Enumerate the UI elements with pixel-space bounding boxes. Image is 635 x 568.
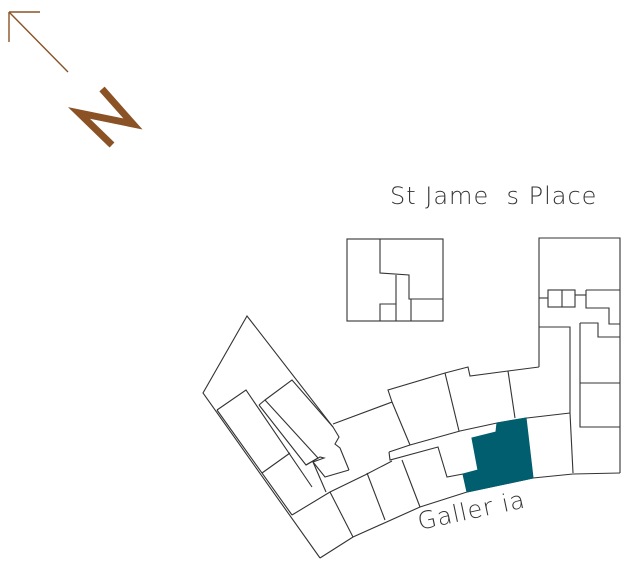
north-arrow-icon <box>8 11 69 73</box>
north-letter-n <box>67 86 143 148</box>
galleria-arc <box>202 315 621 559</box>
building-outlines <box>202 237 621 559</box>
street-label-st-james-place: St Jame s Place <box>390 182 598 210</box>
east-tower <box>538 237 621 473</box>
compass <box>8 11 143 148</box>
north-block <box>346 238 444 322</box>
highlighted-unit <box>462 417 534 493</box>
